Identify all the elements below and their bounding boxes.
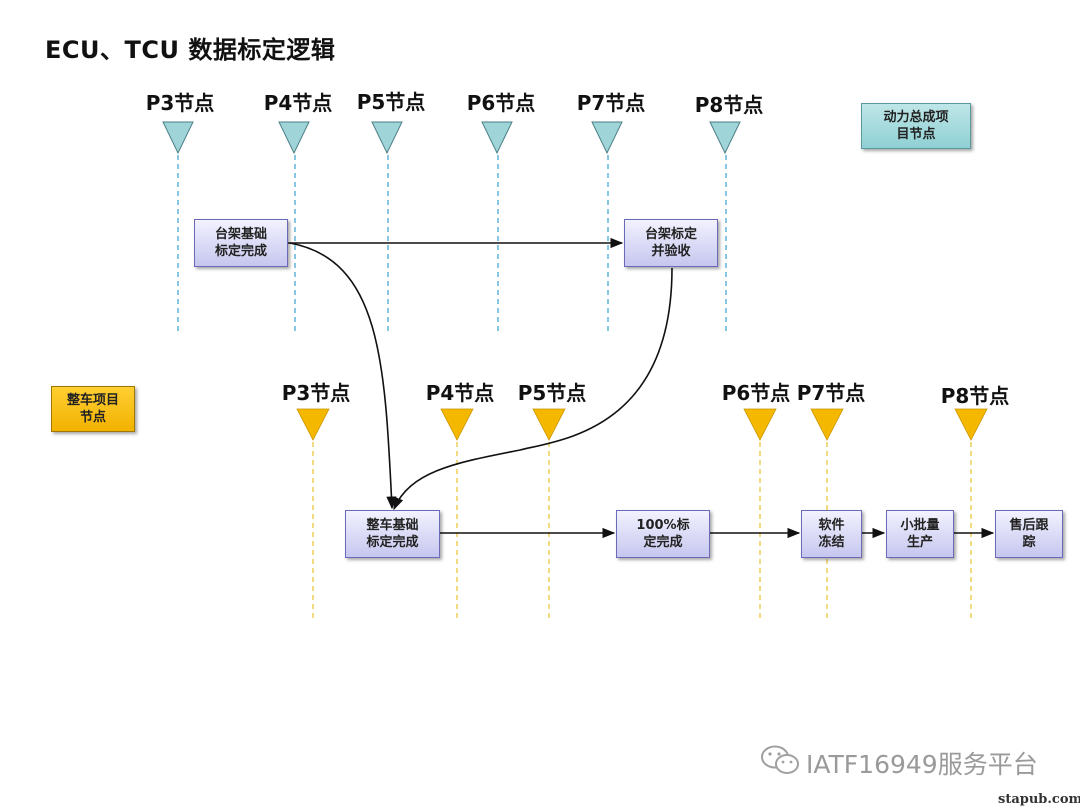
vehicle-node-label-p4: P4节点 <box>425 381 495 405</box>
site-label: stapub.com <box>998 792 1080 807</box>
powertrain-marker-p4 <box>278 121 310 155</box>
vehicle-marker-p7 <box>810 408 844 441</box>
powertrain-node-markers <box>162 121 741 155</box>
vehicle-marker-p8 <box>954 408 988 441</box>
powertrain-node-label-p6: P6节点 <box>466 91 536 115</box>
vehicle-marker-p4 <box>440 408 474 441</box>
watermark-text: IATF16949服务平台 <box>806 750 1038 779</box>
legend-powertrain-nodes: 动力总成项 目节点 <box>861 103 971 149</box>
powertrain-node-label-p3: P3节点 <box>145 91 215 115</box>
powertrain-marker-p7 <box>591 121 623 155</box>
vehicle-node-lines <box>312 442 972 622</box>
powertrain-marker-p5 <box>371 121 403 155</box>
box-small-batch-production: 小批量 生产 <box>886 510 954 558</box>
box-bench-base-calibration: 台架基础 标定完成 <box>194 219 288 267</box>
powertrain-node-label-p5: P5节点 <box>356 90 426 114</box>
vehicle-marker-p5 <box>532 408 566 441</box>
box-after-sales-tracking: 售后跟 踪 <box>995 510 1063 558</box>
box-vehicle-base-calibration: 整车基础 标定完成 <box>345 510 440 558</box>
vehicle-node-label-p3: P3节点 <box>281 381 351 405</box>
powertrain-node-label-p4: P4节点 <box>263 91 333 115</box>
vehicle-marker-p6 <box>743 408 777 441</box>
arrow-bench-accept-to-vehicle-base <box>393 267 673 511</box>
powertrain-node-label-p7: P7节点 <box>576 91 646 115</box>
vehicle-node-label-p6: P6节点 <box>721 381 791 405</box>
vehicle-node-label-p7: P7节点 <box>796 381 866 405</box>
arrow-bench-base-to-vehicle-base <box>289 242 397 510</box>
powertrain-marker-p3 <box>162 121 194 155</box>
powertrain-node-lines <box>177 155 727 332</box>
powertrain-marker-p8 <box>709 121 741 155</box>
vehicle-marker-p3 <box>296 408 330 441</box>
powertrain-node-label-p8: P8节点 <box>694 93 764 117</box>
legend-vehicle-nodes: 整车项目 节点 <box>51 386 135 432</box>
box-full-calibration: 100%标 定完成 <box>616 510 710 558</box>
wechat-icon <box>760 744 800 782</box>
box-software-freeze: 软件 冻结 <box>801 510 862 558</box>
powertrain-marker-p6 <box>481 121 513 155</box>
watermark: IATF16949服务平台 <box>760 744 1038 782</box>
page-title: ECU、TCU 数据标定逻辑 <box>45 36 336 64</box>
box-bench-calibration-acceptance: 台架标定 并验收 <box>624 219 718 267</box>
vehicle-node-markers <box>296 408 988 441</box>
vehicle-node-label-p5: P5节点 <box>517 381 587 405</box>
vehicle-node-label-p8: P8节点 <box>940 384 1010 408</box>
